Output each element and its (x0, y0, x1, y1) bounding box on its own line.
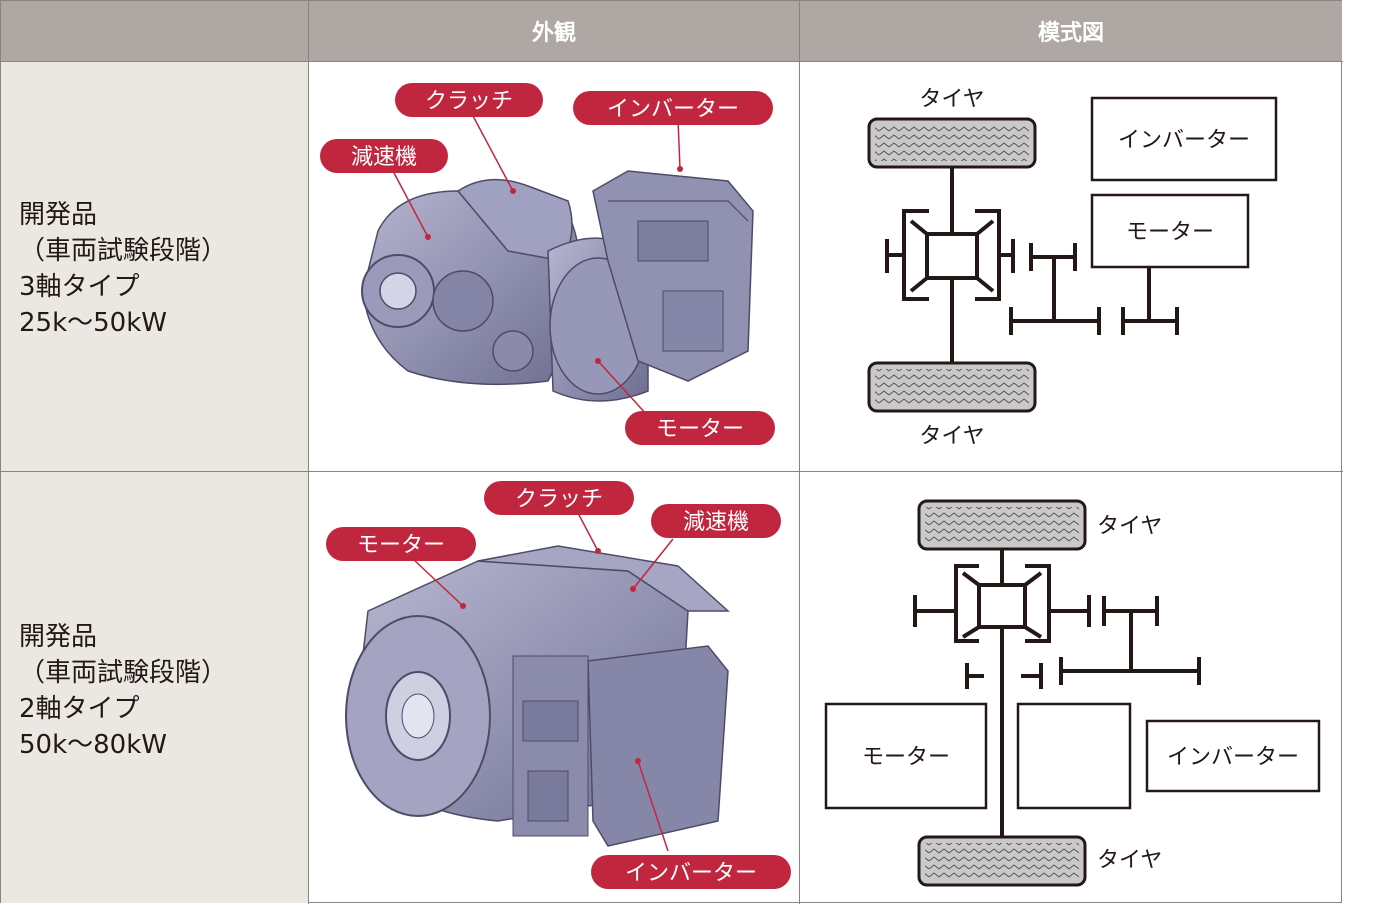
row1-label: 開発品 （車両試験段階） 3軸タイプ 25k～50kW (19, 200, 228, 338)
callout-reducer: 減速機 (320, 139, 448, 173)
schematic-reducer-box (1016, 702, 1132, 810)
tire-top-label: タイヤ (919, 87, 984, 112)
svg-text:クラッチ: クラッチ (515, 487, 603, 512)
svg-text:モーター: モーター (656, 417, 744, 442)
row2-label: 開発品 （車両試験段階） 2軸タイプ 50k～80kW (19, 622, 228, 760)
inverter-box (587, 645, 729, 847)
svg-text:インバーター: インバーター (625, 861, 757, 886)
row1-appearance-illustration: クラッチ インバーター 減速機 モーター (320, 83, 775, 445)
svg-text:減速機: 減速機 (351, 145, 417, 170)
tire-bottom-label: タイヤ (1097, 848, 1162, 873)
callout-inverter: インバーター (591, 855, 791, 889)
svg-text:クラッチ: クラッチ (425, 89, 513, 114)
differential (913, 564, 1091, 643)
callout-clutch: クラッチ (395, 83, 543, 117)
header-appearance: 外観 (309, 1, 799, 61)
svg-text:インバーター: インバーター (1167, 745, 1299, 770)
callout-clutch: クラッチ (484, 481, 634, 515)
svg-text:モーター: モーター (1126, 220, 1214, 245)
svg-text:インバーター: インバーター (1118, 128, 1250, 153)
differential (885, 209, 1015, 301)
schematic-motor-box: モーター (824, 702, 988, 810)
schematic-inverter-box: インバーター (1145, 719, 1321, 793)
svg-text:モーター: モーター (357, 533, 445, 558)
schematic-inverter-box: インバーター (1090, 96, 1278, 182)
tire-top-label: タイヤ (1097, 514, 1162, 539)
row2-label-cell (1, 472, 308, 903)
callout-motor: モーター (625, 411, 775, 445)
svg-text:インバーター: インバーター (607, 97, 739, 122)
schematic-motor-box: モーター (1090, 193, 1250, 269)
row1-label-cell (1, 61, 308, 471)
row2-schematic: タイヤ タイヤ モーター インバーター (824, 499, 1321, 887)
comparison-table: 外観 模式図 開発品 （車両試験段階） 3軸タイプ 25k～50kW 開発品 （… (0, 0, 1343, 904)
callout-reducer: 減速機 (651, 504, 781, 538)
row1-schematic: タイヤ タイヤ インバーター モーター (867, 87, 1278, 449)
svg-text:減速機: 減速機 (683, 510, 749, 535)
callout-motor: モーター (326, 527, 476, 561)
tire-bottom-label: タイヤ (919, 424, 984, 449)
row2-appearance-illustration: クラッチ 減速機 モーター インバーター (326, 481, 791, 889)
callout-inverter: インバーター (573, 91, 773, 125)
header-blank (1, 1, 308, 61)
svg-text:モーター: モーター (862, 745, 950, 770)
header-schematic: 模式図 (800, 1, 1342, 61)
